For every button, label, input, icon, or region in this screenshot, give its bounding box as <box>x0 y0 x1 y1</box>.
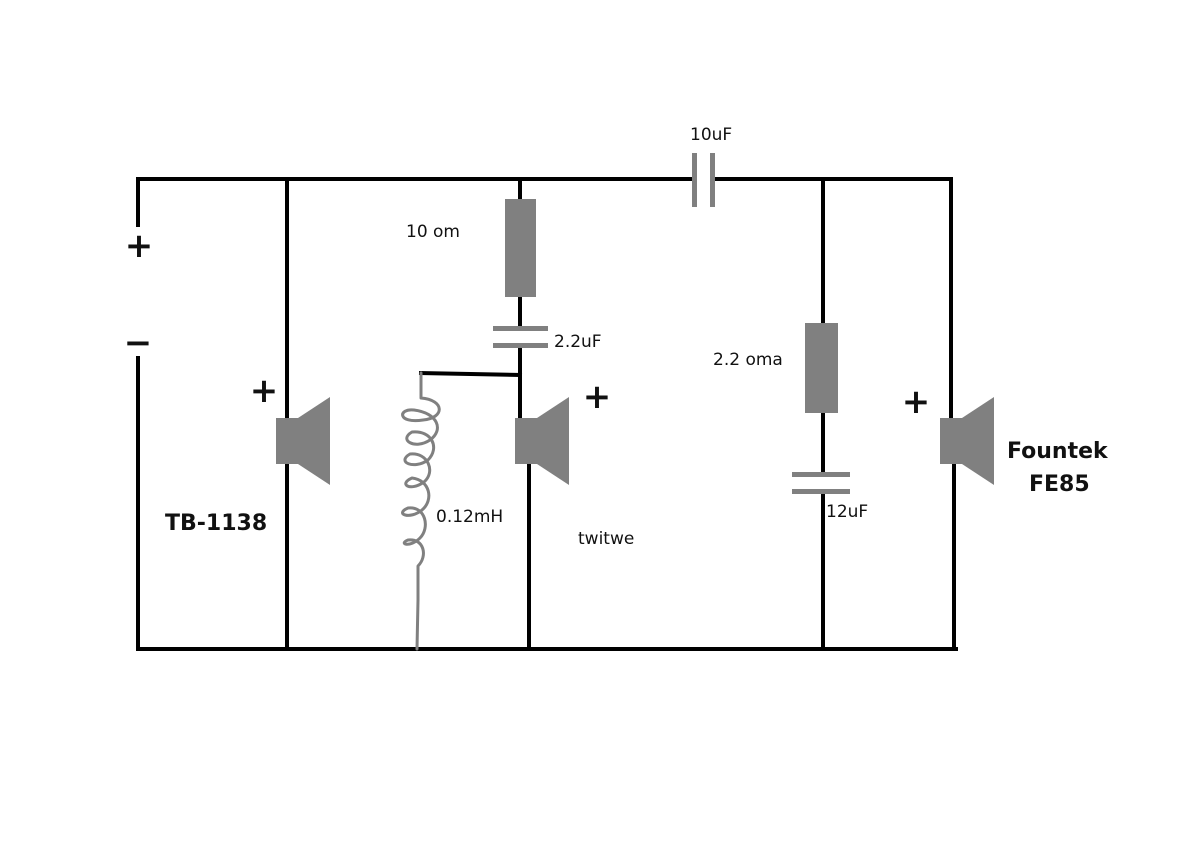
resistor-10-om-label: 10 om <box>406 222 460 242</box>
inductor-tap-wire <box>418 370 523 378</box>
tweeter-label: twitwe <box>578 529 634 549</box>
wires <box>136 177 958 651</box>
tweeter-speaker-icon <box>515 397 569 485</box>
cap-2-2uf-label: 2.2uF <box>554 332 602 352</box>
input-plus-sign: + <box>125 226 154 266</box>
cap-10uf-plate-left <box>692 153 697 207</box>
fullrange-label-line2: FE85 <box>1029 472 1090 497</box>
fullrange-label-line1: Fountek <box>1007 439 1109 464</box>
inductor-label: 0.12mH <box>436 507 503 527</box>
cap-12uf-plate-top <box>792 472 850 477</box>
inductor-coil-icon <box>401 371 441 651</box>
resistor-2-2-oma <box>805 323 838 413</box>
woofer-plus-sign: + <box>250 371 279 411</box>
cap-2-2uf-plate-bottom <box>493 343 548 348</box>
cap-12uf-plate-bottom <box>792 489 850 494</box>
cap-10uf-plate-right <box>710 153 715 207</box>
tweeter-plus-sign: + <box>583 377 612 417</box>
cap-10uf-label: 10uF <box>690 125 732 145</box>
resistor-10-om <box>505 199 536 297</box>
resistor-2-2-oma-label: 2.2 oma <box>713 350 783 370</box>
woofer-label: TB-1138 <box>165 511 267 536</box>
cap-2-2uf-plate-top <box>493 326 548 331</box>
input-minus-sign: − <box>124 323 153 363</box>
fullrange-speaker-icon <box>940 397 994 485</box>
components <box>276 153 994 494</box>
cap-12uf-label: 12uF <box>826 502 868 522</box>
fullrange-plus-sign: + <box>902 382 931 422</box>
woofer-speaker-icon <box>276 397 330 485</box>
